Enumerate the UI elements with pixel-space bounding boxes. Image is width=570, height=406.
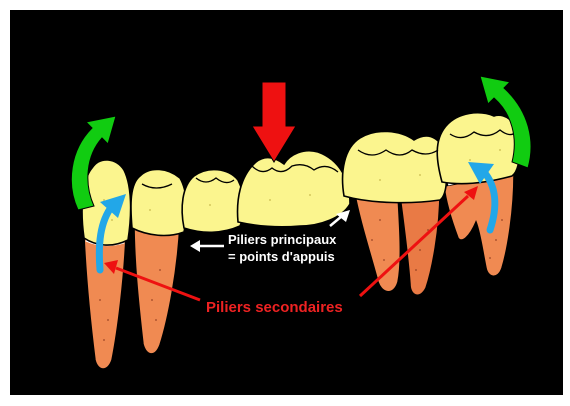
label-main-abutments-2: = points d'appuis [228,249,335,264]
crown-pontic-1 [182,170,244,233]
crown-left-main [131,169,187,235]
label-main-abutments-1: Piliers principaux [228,232,337,247]
crown-right-main [343,131,447,202]
label-secondary-abutments: Piliers secondaires [206,299,343,316]
